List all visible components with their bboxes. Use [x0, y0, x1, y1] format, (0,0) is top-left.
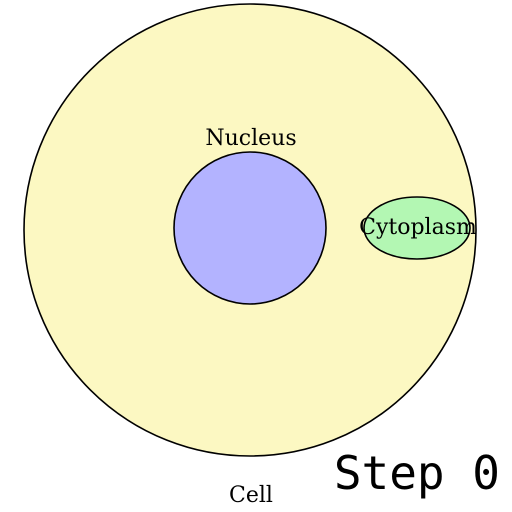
cell-label: Cell [229, 483, 273, 508]
cytoplasm-ellipse [363, 196, 471, 260]
nucleus-circle [173, 151, 327, 305]
nucleus-label: Nucleus [205, 126, 296, 151]
cytoplasm-label: Cytoplasm [359, 215, 477, 240]
step-indicator: Step 0 [333, 446, 500, 500]
